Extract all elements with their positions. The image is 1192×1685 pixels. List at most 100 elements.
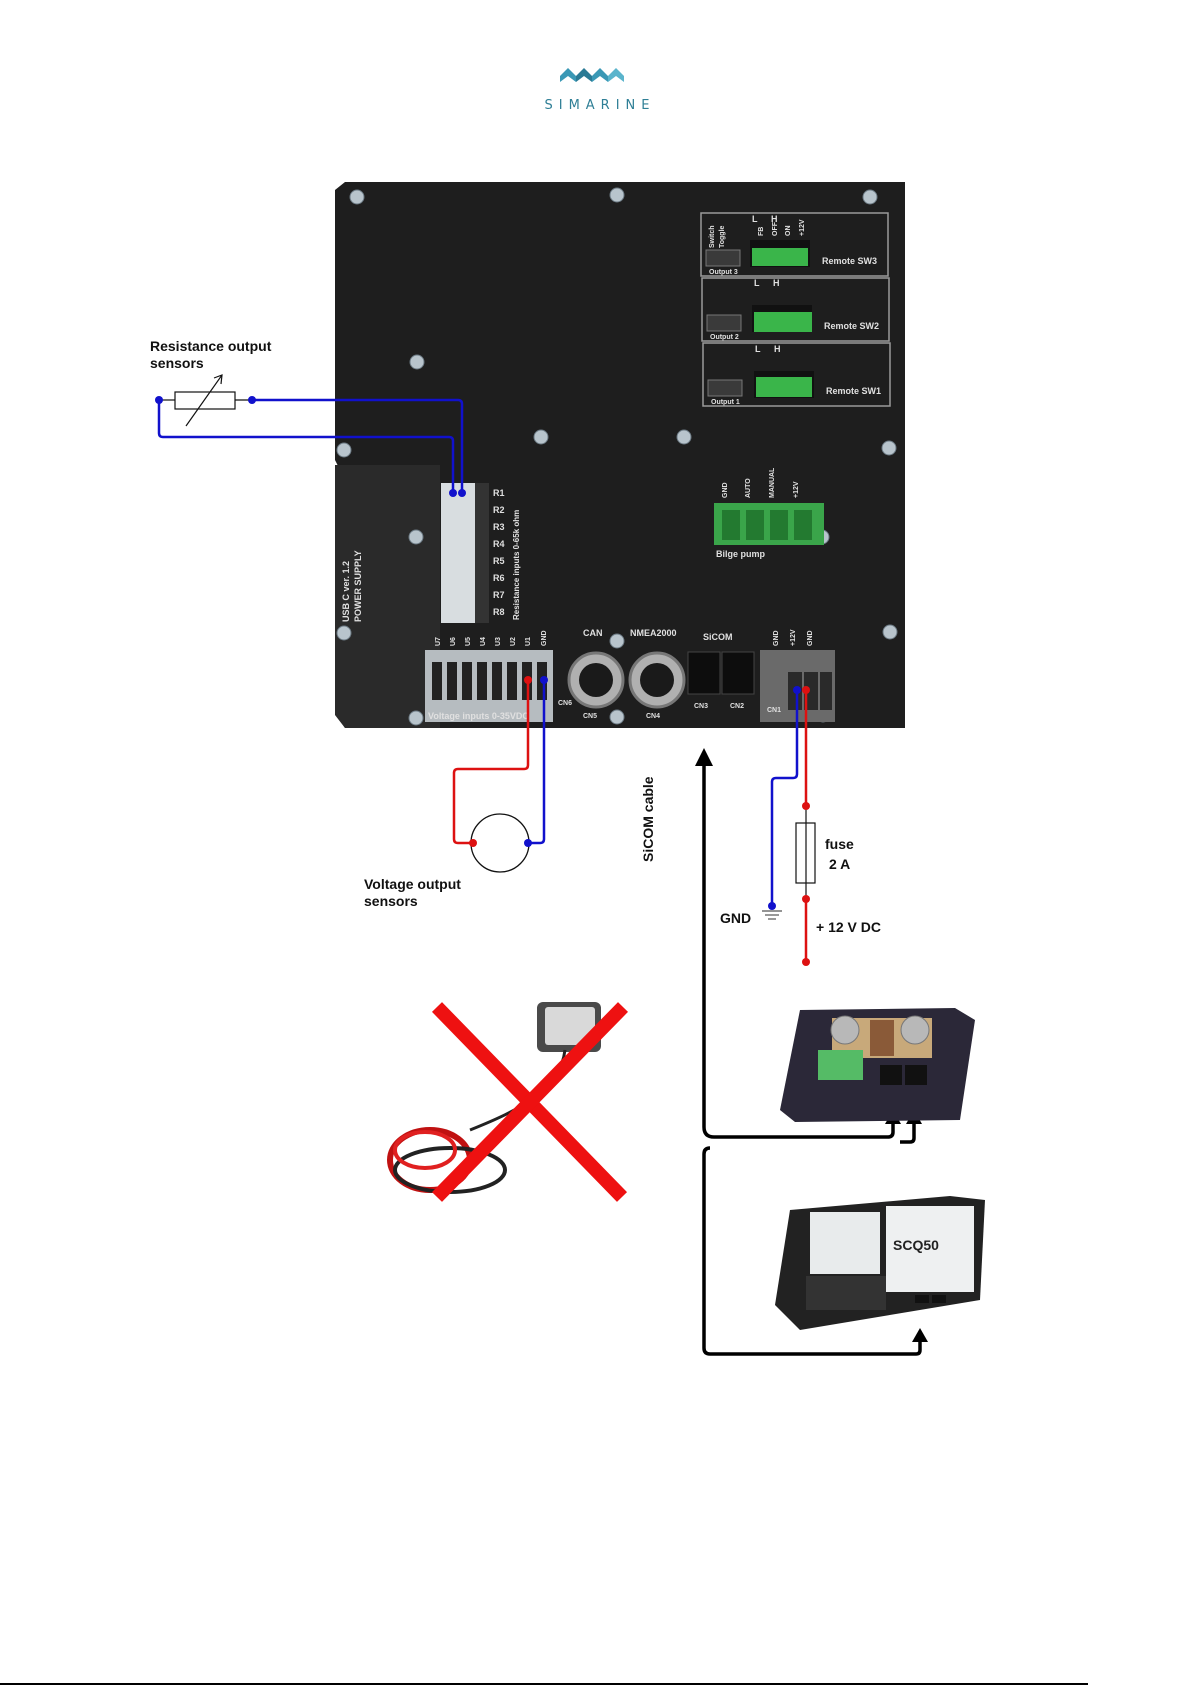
legacy-sensor-crossed-out [387, 1002, 629, 1202]
svg-text:U4: U4 [480, 637, 487, 646]
arrow-up-icon [695, 748, 713, 766]
wave-logo-icon [560, 68, 624, 82]
svg-text:Output 1: Output 1 [711, 399, 740, 406]
fuse-label: fuse [825, 836, 854, 852]
brand-name: SIMARINE [544, 98, 656, 113]
gnd-label: GND [720, 910, 752, 926]
remote-sw2-label: Remote SW2 [824, 321, 879, 331]
r6-label: R6 [493, 573, 505, 583]
svg-text:ON: ON [785, 226, 792, 237]
svg-text:H: H [774, 344, 781, 354]
r4-label: R4 [493, 539, 505, 549]
svg-text:+12V: +12V [793, 481, 800, 498]
svg-text:CN2: CN2 [730, 703, 744, 710]
screw [533, 429, 549, 445]
svg-text:MANUAL: MANUAL [769, 467, 776, 498]
svg-text:H: H [771, 214, 778, 224]
svg-text:GND: GND [807, 630, 814, 646]
screw [609, 709, 625, 725]
r5-label: R5 [493, 556, 505, 566]
r2-label: R2 [493, 505, 505, 515]
screw [336, 442, 352, 458]
svg-text:Output 3: Output 3 [709, 269, 738, 276]
sicom-label: SiCOM [703, 632, 733, 642]
resistance-sensors-label: Resistance output sensors [150, 338, 272, 371]
svg-text:U7: U7 [435, 637, 442, 646]
r7-label: R7 [493, 590, 505, 600]
svg-text:Output 2: Output 2 [710, 334, 739, 341]
svg-text:+12V: +12V [799, 219, 806, 236]
usb-label-1: USB C ver. 1.2 [341, 561, 351, 622]
remote-sw1-label: Remote SW1 [826, 386, 881, 396]
nmea-label: NMEA2000 [630, 628, 677, 638]
cross-line [431, 1002, 629, 1202]
scq50-device: SCQ50 [775, 1196, 985, 1330]
screw [676, 429, 692, 445]
r1-label: R1 [493, 488, 505, 498]
sicom-cable [702, 760, 922, 1356]
svg-text:U6: U6 [450, 637, 457, 646]
arrow-up-icon [912, 1328, 928, 1342]
scq50-label: SCQ50 [893, 1237, 939, 1253]
resistance-input-block [441, 483, 489, 623]
svg-text:Switch: Switch [709, 225, 716, 248]
svg-text:AUTO: AUTO [745, 478, 752, 498]
svg-text:L: L [755, 344, 761, 354]
resistance-sensor-wiring [157, 398, 464, 493]
sicom-port [687, 651, 721, 695]
usb-label-2: POWER SUPPLY [353, 550, 363, 622]
footer-divider [0, 1683, 1088, 1685]
svg-text:Toggle: Toggle [719, 225, 726, 248]
screw [881, 440, 897, 456]
ground-icon [762, 910, 782, 920]
screw [409, 354, 425, 370]
svg-text:U5: U5 [465, 637, 472, 646]
screw [336, 625, 352, 641]
r3-label: R3 [493, 522, 505, 532]
svg-text:U2: U2 [510, 637, 517, 646]
bilge-pump-label: Bilge pump [716, 549, 766, 559]
voltage-sensor-icon [470, 813, 530, 873]
voltage-inputs-title: Voltage inputs 0-35VDC [428, 711, 529, 721]
resistance-inputs-title: Resistance inputs 0-65k ohm [512, 510, 521, 620]
svg-text:GND: GND [773, 630, 780, 646]
remote-switch-blocks [700, 212, 891, 407]
screw [408, 529, 424, 545]
voltage-sensor-wiring [452, 680, 546, 845]
screw [609, 187, 625, 203]
svg-text:GND: GND [722, 482, 729, 498]
shunt-device [780, 1008, 975, 1122]
power-wiring [770, 690, 808, 962]
svg-text:CN6: CN6 [558, 700, 572, 707]
svg-text:L: L [752, 214, 758, 224]
sicom-cable-label: SiCOM cable [640, 776, 656, 862]
fuse-rating-label: 2 A [829, 856, 851, 872]
svg-text:CN3: CN3 [694, 703, 708, 710]
sicom-port [721, 651, 755, 695]
remote-sw3-label: Remote SW3 [822, 256, 877, 266]
panel-labels: Remote SW3 Remote SW2 Remote SW1 Output … [341, 214, 881, 721]
svg-text:GND: GND [541, 630, 548, 646]
screw [408, 710, 424, 726]
svg-text:OFF: OFF [772, 221, 779, 236]
svg-text:U1: U1 [525, 637, 532, 646]
svg-text:+12V: +12V [790, 629, 797, 646]
screw [862, 189, 878, 205]
fuse-icon [795, 807, 816, 900]
svg-text:CN1: CN1 [767, 707, 781, 714]
svg-text:U3: U3 [495, 637, 502, 646]
screw [349, 189, 365, 205]
svg-text:FB: FB [758, 227, 765, 236]
variable-resistor-icon [159, 374, 252, 427]
voltage-sensors-label: Voltage output sensors [364, 876, 461, 909]
r8-label: R8 [493, 607, 505, 617]
svg-text:L: L [754, 278, 760, 288]
svg-text:CN5: CN5 [583, 713, 597, 720]
can-label: CAN [583, 628, 603, 638]
simarine-logo [560, 68, 632, 88]
svg-text:CN4: CN4 [646, 713, 660, 720]
svg-text:H: H [773, 278, 780, 288]
screw [882, 624, 898, 640]
control-panel [335, 182, 905, 728]
